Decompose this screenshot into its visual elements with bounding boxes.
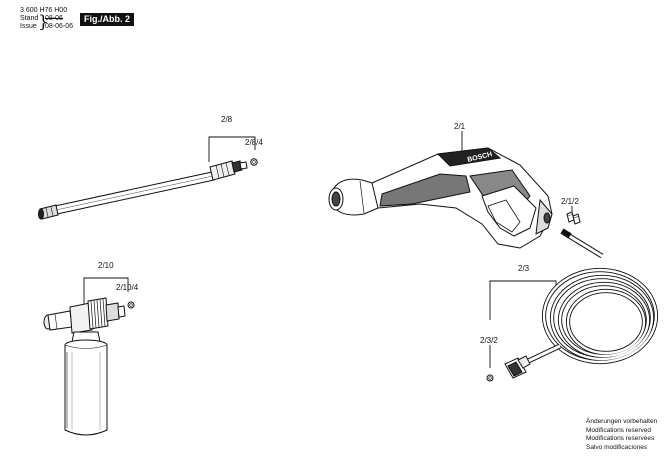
- part-label-lance-seal: 2/8/4: [245, 138, 263, 147]
- figure-badge: Fig./Abb. 2: [80, 13, 134, 26]
- part-label-hose-seal: 2/3/2: [480, 336, 498, 345]
- note-de: Änderungen vorbehalten: [586, 418, 658, 425]
- header-brace: }: [38, 12, 49, 32]
- part-label-nozzle: 2/10: [98, 261, 114, 270]
- part-label-nozzle-seal: 2/10/4: [116, 283, 139, 292]
- modification-notes: Änderungen vorbehalten Modifications res…: [586, 418, 657, 452]
- note-es: Salvo modificaciones: [586, 443, 648, 451]
- issue-value: 08-06-06: [45, 23, 74, 30]
- lance-seal-ring: [250, 158, 258, 166]
- gun-screws: [566, 211, 581, 225]
- issue-label: Issue: [20, 23, 37, 30]
- part-label-gun-screws: 2/1/2: [561, 197, 579, 206]
- part-label-gun: 2/1: [454, 122, 466, 131]
- foam-nozzle: [43, 297, 126, 343]
- drawing-number: 3 600 H76 H00: [20, 7, 68, 14]
- foam-bottle: [64, 339, 108, 436]
- nozzle-seal-ring: [127, 301, 135, 309]
- stand-value: 08-06: [45, 15, 63, 22]
- coiled-hose: [520, 228, 659, 367]
- nozzle-group-bracket: [83, 277, 129, 305]
- hose-seal-ring: [486, 374, 494, 382]
- lance-group-bracket: [208, 136, 256, 162]
- spray-lance: [38, 160, 248, 220]
- stand-label: Stand: [20, 15, 39, 22]
- note-fr: Modifications reservées: [586, 435, 655, 442]
- hose-connector: [504, 355, 531, 379]
- note-en: Modifications reserved: [586, 426, 652, 434]
- part-label-hose: 2/3: [518, 264, 530, 273]
- spray-gun: [328, 147, 553, 249]
- part-label-lance: 2/8: [221, 115, 233, 124]
